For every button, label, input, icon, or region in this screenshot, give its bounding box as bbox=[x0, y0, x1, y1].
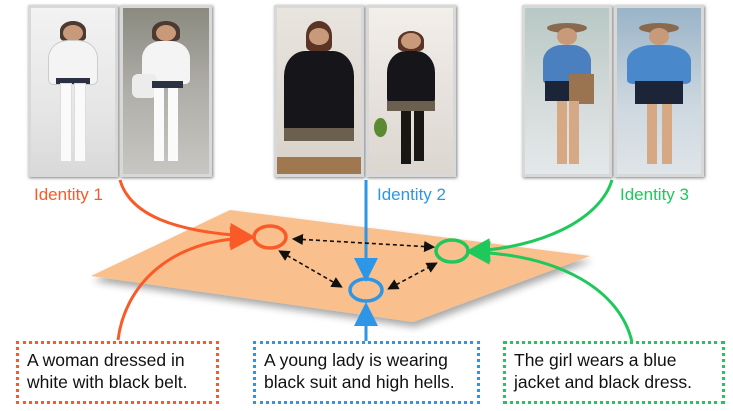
identity-1-photo-1 bbox=[28, 5, 118, 177]
identity-2-caption: A young lady is wearing black suit and h… bbox=[253, 341, 480, 404]
identity-1-text-arrow bbox=[116, 226, 254, 341]
identity-1-caption: A woman dressed in white with black belt… bbox=[16, 341, 219, 404]
embedding-plane bbox=[91, 210, 590, 322]
identity-1-photo-2 bbox=[120, 5, 212, 177]
identity-3-caption-line-2: jacket and black dress. bbox=[514, 372, 693, 392]
identity-1-caption-line-1: A woman dressed in bbox=[27, 350, 185, 370]
identity-1-image-arrow bbox=[118, 179, 254, 247]
relation-2-3 bbox=[387, 262, 438, 290]
identity-2-caption-line-1: A young lady is wearing bbox=[264, 350, 448, 370]
identity-2-photo-2 bbox=[366, 5, 456, 177]
identity-3-label: Identity 3 bbox=[620, 185, 689, 204]
identity-3-caption: The girl wears a blue jacket and black d… bbox=[503, 341, 725, 404]
identity-3-text-arrow bbox=[466, 240, 634, 343]
identity-2-photo-1 bbox=[274, 5, 364, 177]
identity-3-photo-2 bbox=[614, 5, 704, 177]
identity-2-node bbox=[348, 277, 384, 303]
identity-3-photo-1 bbox=[522, 5, 612, 177]
identity-1-label: Identity 1 bbox=[34, 185, 103, 204]
identity-2-label: Identity 2 bbox=[377, 185, 446, 204]
identity-3-image-arrow bbox=[466, 179, 614, 263]
identity-3-node bbox=[434, 238, 470, 264]
relation-1-3 bbox=[291, 233, 436, 253]
identity-1-caption-line-2: white with black belt. bbox=[27, 372, 188, 392]
relation-1-2 bbox=[278, 250, 343, 288]
identity-1-node bbox=[252, 224, 288, 250]
identity-3-caption-line-1: The girl wears a blue bbox=[514, 350, 677, 370]
identity-2-caption-line-2: black suit and high hells. bbox=[264, 372, 455, 392]
